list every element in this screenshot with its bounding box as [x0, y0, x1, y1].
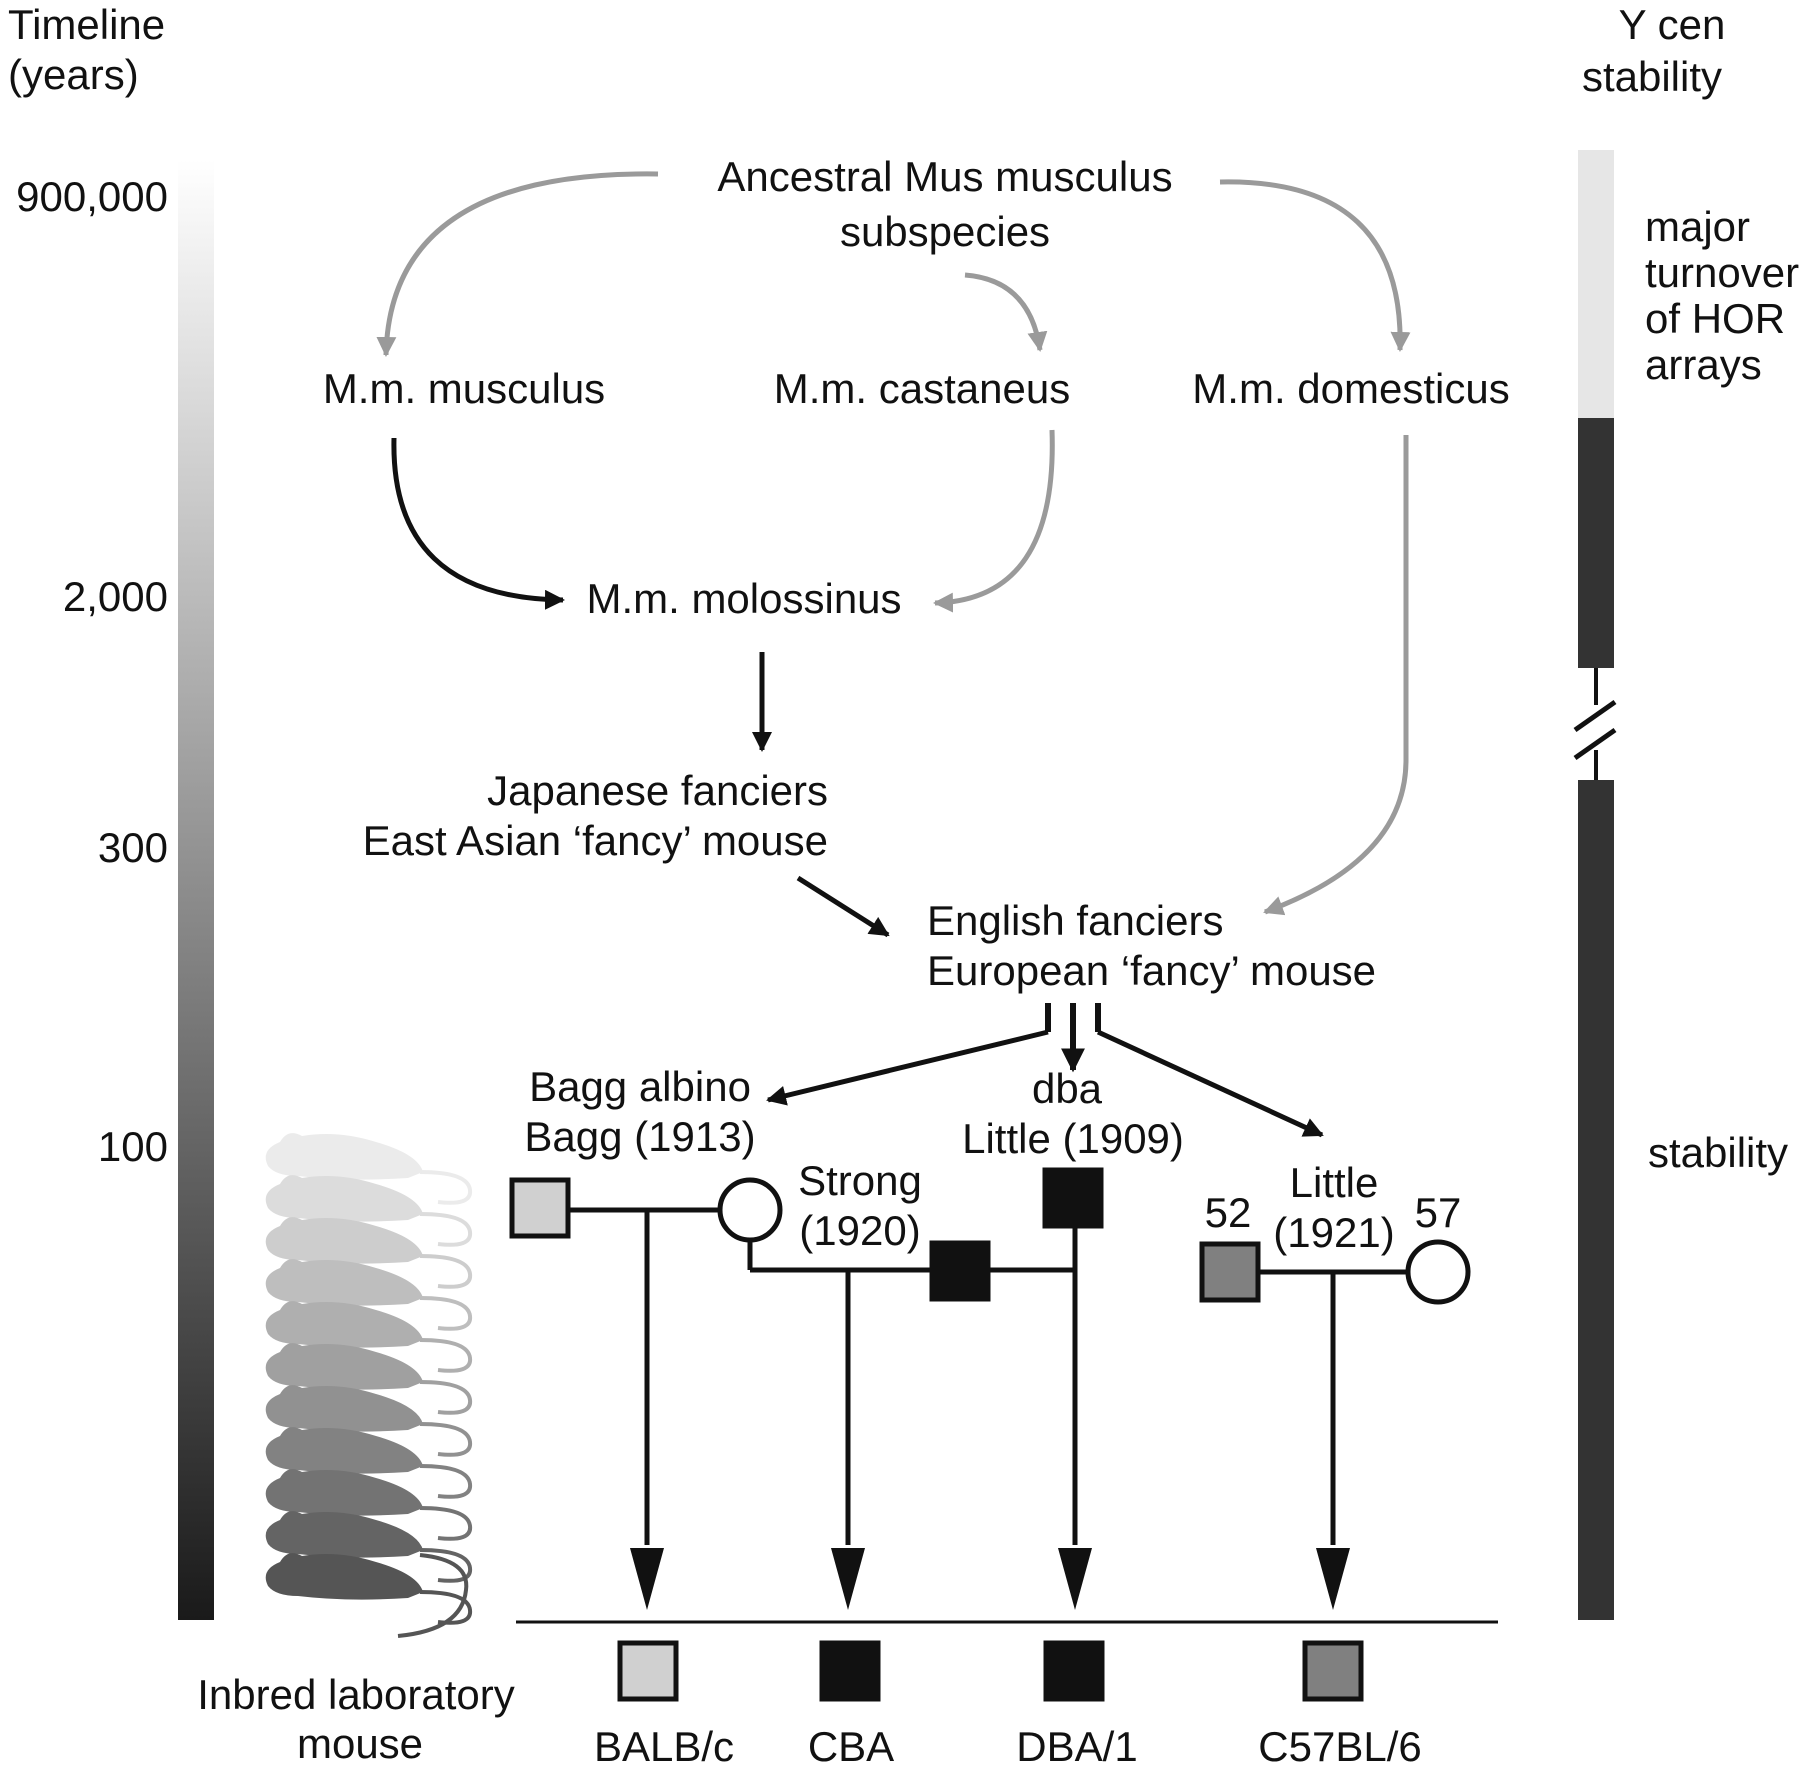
- bagg-male-symbol: [509, 1177, 571, 1239]
- ycen-major-line4: arrays: [1645, 341, 1762, 388]
- timeline-bar: [178, 160, 214, 1620]
- arrow-domesticus-to-english: [1263, 435, 1409, 916]
- arrow-japanese-to-english: [796, 875, 890, 938]
- ycen-title-line1: Y cen: [1618, 1, 1726, 48]
- mouse-silhouette: [265, 1385, 473, 1457]
- timeline-tick-2000: 2,000: [62, 573, 168, 620]
- strain-label-c57bl6: C57BL/6: [1258, 1723, 1422, 1770]
- arrowhead-to-balbc: [630, 1548, 664, 1610]
- ycen-major-line2: turnover: [1645, 249, 1800, 296]
- turnover-bar-segment: [1578, 150, 1614, 418]
- node-english-line1: English fanciers: [927, 897, 1224, 944]
- arrow-ancestral-to-domesticus: [1219, 179, 1411, 352]
- pedigree-little-line1: Little: [1289, 1159, 1379, 1206]
- pedigree-strong-line2: (1920): [799, 1207, 921, 1254]
- node-castaneus: M.m. castaneus: [773, 365, 1071, 412]
- pedigree-bagg-line2: Bagg (1913): [524, 1113, 756, 1160]
- arrow-ancestral-to-musculus: [376, 171, 659, 357]
- pedigree-dba-line2: Little (1909): [962, 1115, 1184, 1162]
- pedigree-number-52: 52: [1204, 1189, 1252, 1236]
- arrow-english-to-bagg: [766, 1029, 1049, 1106]
- stability-bar-segment-upper: [1578, 418, 1614, 668]
- strain-label-cba: CBA: [807, 1723, 895, 1770]
- arrow-english-to-little: [1096, 1029, 1324, 1138]
- timeline-title-line1: Timeline: [8, 1, 166, 48]
- node-japanese-line2: East Asian ‘fancy’ mouse: [362, 817, 828, 864]
- timeline-tick-900000: 900,000: [16, 173, 168, 220]
- pedigree-strong-line1: Strong: [798, 1157, 922, 1204]
- mouse-tail-curl: [397, 1553, 469, 1638]
- mouse-silhouette: [265, 1133, 473, 1205]
- node-ancestral-line2: subspecies: [839, 208, 1051, 255]
- arrow-ancestral-to-castaneus: [964, 272, 1048, 352]
- strain-square-c57bl6: [1302, 1640, 1364, 1702]
- mouse-silhouette: [265, 1553, 473, 1625]
- strain-square-dba1: [1043, 1640, 1105, 1702]
- node-domesticus: M.m. domesticus: [1192, 365, 1510, 412]
- mouse-stack-icon: [265, 1133, 473, 1638]
- mouse-silhouette: [265, 1427, 473, 1499]
- mouse-silhouette: [265, 1469, 473, 1541]
- node-musculus: M.m. musculus: [322, 365, 606, 412]
- strong-male-symbol: [929, 1240, 991, 1302]
- inbred-label-line1: Inbred laboratory: [197, 1671, 515, 1718]
- pedigree-dba-line1: dba: [1031, 1065, 1103, 1112]
- mouse-silhouette: [265, 1217, 473, 1289]
- little-female-57-symbol: [1405, 1239, 1471, 1305]
- ycen-major-line3: of HOR: [1645, 295, 1786, 342]
- strain-label-balbc: BALB/c: [593, 1723, 735, 1770]
- dba-male-symbol: [1042, 1167, 1104, 1229]
- mouse-silhouette: [265, 1343, 473, 1415]
- arrowhead-to-cba: [831, 1548, 865, 1610]
- pedigree-little-line2: (1921): [1273, 1209, 1395, 1256]
- mouse-silhouette: [265, 1175, 473, 1247]
- mouse-silhouette: [265, 1259, 473, 1331]
- strain-label-dba1: DBA/1: [1016, 1723, 1138, 1770]
- pedigree-number-57: 57: [1414, 1189, 1462, 1236]
- node-english-line2: European ‘fancy’ mouse: [927, 947, 1377, 994]
- ycen-title-line2: stability: [1581, 53, 1723, 100]
- arrow-castaneus-to-molossinus: [933, 429, 1055, 613]
- node-japanese-line1: Japanese fanciers: [487, 767, 828, 814]
- strain-square-cba: [819, 1640, 881, 1702]
- node-molossinus: M.m. molossinus: [586, 575, 902, 622]
- bar-break-mark-1: [1573, 699, 1617, 733]
- mouse-silhouette: [265, 1511, 473, 1583]
- arrowhead-to-dba1: [1058, 1548, 1092, 1610]
- inbred-label-line2: mouse: [296, 1720, 424, 1767]
- strain-square-balbc: [617, 1640, 679, 1702]
- ycen-stability-label: stability: [1648, 1129, 1789, 1176]
- timeline-tick-100: 100: [97, 1123, 168, 1170]
- node-ancestral-line1: Ancestral Mus musculus: [717, 153, 1173, 200]
- arrow-musculus-to-molossinus: [391, 437, 565, 610]
- ycen-major-line1: major: [1645, 203, 1751, 250]
- bar-break-mark-2: [1573, 727, 1617, 761]
- timeline-tick-300: 300: [97, 824, 168, 871]
- mouse-silhouette: [265, 1301, 473, 1373]
- timeline-title-line2: (years): [8, 51, 139, 98]
- little-male-52-symbol: [1199, 1241, 1261, 1303]
- pedigree-bagg-line1: Bagg albino: [529, 1063, 751, 1110]
- arrowhead-to-c57bl6: [1316, 1548, 1350, 1610]
- stability-bar-segment-lower: [1578, 780, 1614, 1620]
- bagg-female-symbol: [717, 1177, 783, 1243]
